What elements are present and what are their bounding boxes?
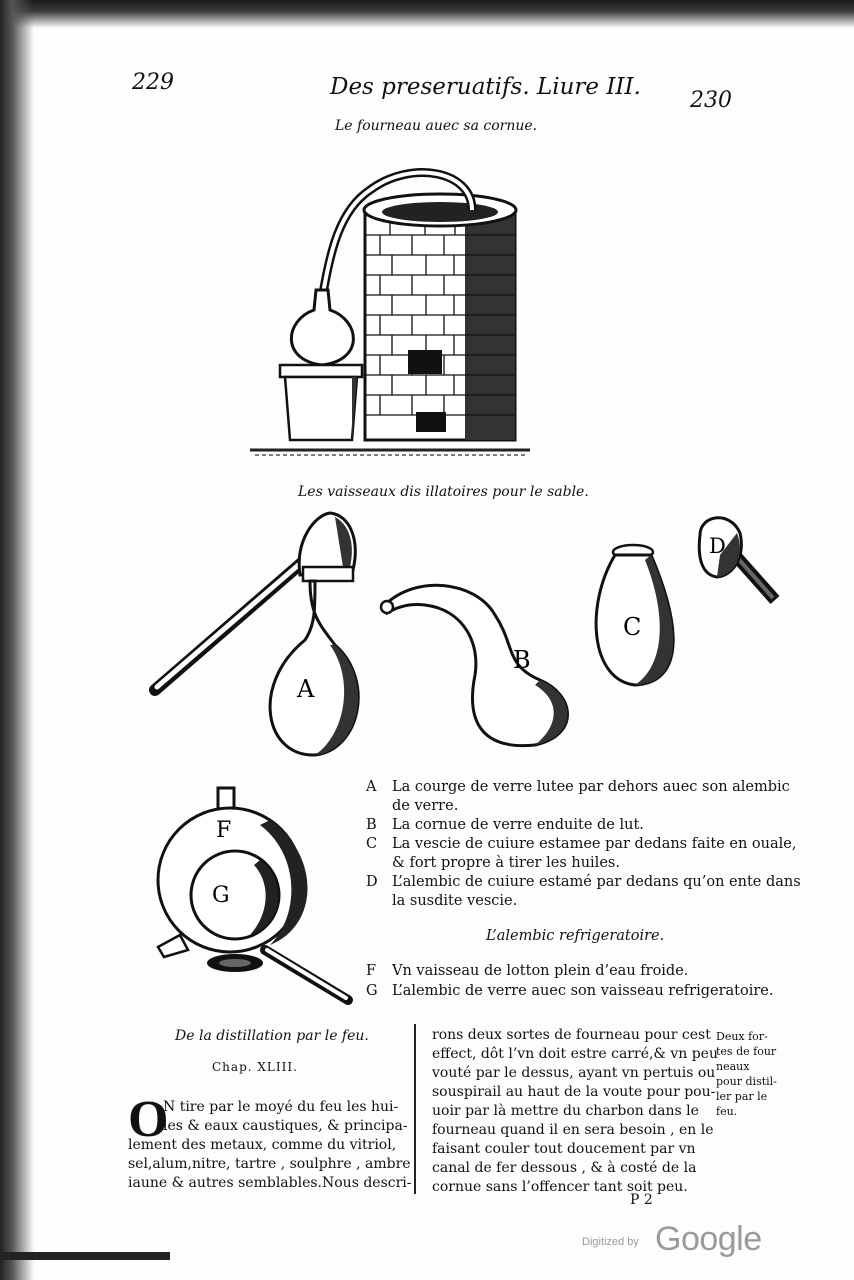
distillation-vessels-illustration: A B C D	[149, 511, 780, 757]
body-right-line: cornue sans l’offencer tant soit peu.	[432, 1179, 688, 1195]
body-left-line: lement des metaux, comme du vitriol,	[128, 1137, 397, 1153]
body-right-line: uoir par là mettre du charbon dans le	[432, 1103, 699, 1119]
google-logo: Google	[655, 1220, 762, 1258]
label-d: D	[709, 534, 726, 558]
scan-top-edge	[0, 0, 854, 28]
legend-key: D	[366, 874, 378, 890]
legend-text: L’alembic de verre auec son vaisseau ref…	[392, 983, 774, 999]
chapter-number: Chap. XLIII.	[212, 1060, 298, 1074]
legend-text: de verre.	[392, 798, 459, 814]
body-right-line: souspirail au haut de la voute pour pou-	[432, 1084, 716, 1100]
scan-left-edge	[0, 0, 34, 1280]
chapter-title: De la distillation par le feu.	[175, 1028, 369, 1044]
running-title: Des preseruatifs. Liure III.	[330, 74, 641, 100]
body-right-line: canal de fer dessous , & à costé de la	[432, 1160, 697, 1176]
body-left-line: N tire par le moyé du feu les hui-	[163, 1099, 399, 1115]
vessel-c: C	[594, 543, 675, 687]
margin-note-line: ler par le	[716, 1090, 768, 1103]
legend-key: B	[366, 817, 377, 833]
column-divider	[414, 1024, 416, 1194]
margin-note-line: tes de four	[716, 1045, 777, 1058]
label-a: A	[296, 675, 315, 703]
margin-note-line: pour distil-	[716, 1075, 777, 1088]
margin-note-line: Deux for-	[716, 1030, 768, 1043]
legend-key: C	[366, 836, 378, 852]
refrigeratory-alembic-illustration: F G	[156, 786, 353, 1005]
body-left-line: sel,alum,nitre, tartre , soulphre , ambr…	[128, 1156, 411, 1172]
legend-text: La cornue de verre enduite de lut.	[392, 817, 644, 833]
body-left-line: iaune & autres semblables.Nous descri-	[128, 1175, 412, 1191]
body-right-line: rons deux sortes de fourneau pour cest	[432, 1027, 711, 1043]
digitized-by-text: Digitized by	[582, 1236, 639, 1248]
vessel-b: B	[379, 583, 569, 748]
legend-text: la susdite vescie.	[392, 893, 518, 909]
figure1-caption: Le fourneau auec sa cornue.	[335, 118, 538, 134]
legend-text: La courge de verre lutee par dehors auec…	[392, 779, 790, 795]
legend-text: & fort propre à tirer les huiles.	[392, 855, 620, 871]
label-c: C	[623, 613, 641, 641]
label-b: B	[513, 646, 531, 674]
page-number-right: 230	[690, 88, 732, 113]
margin-note-line: neaux	[716, 1060, 750, 1073]
legend-key: F	[366, 963, 377, 979]
margin-note-line: feu.	[716, 1105, 738, 1118]
legend-text: L’alembic de cuiure estamé par dedans qu…	[392, 874, 801, 890]
refrig-title: L’alembic refrigeratoire.	[486, 928, 665, 944]
figure2-caption: Les vaisseaux dis illatoires pour le sab…	[298, 484, 589, 500]
furnace-with-retort-illustration	[250, 168, 530, 456]
signature-mark: P 2	[630, 1192, 653, 1208]
vessel-d: D	[697, 516, 780, 604]
scan-bottom-mark	[0, 1252, 170, 1260]
drop-cap: O	[128, 1091, 169, 1148]
body-left-line: les & eaux caustiques, & principa-	[163, 1118, 408, 1134]
legend-key: G	[366, 983, 378, 999]
page-number-left: 229	[132, 70, 174, 95]
body-right-line: effect, dôt l’vn doit estre carré,& vn p…	[432, 1046, 718, 1062]
body-right-line: faisant couler tout doucement par vn	[432, 1141, 696, 1157]
legend-text: Vn vaisseau de lotton plein d’eau froide…	[392, 963, 689, 979]
vessel-a: A	[149, 511, 360, 757]
body-right-line: fourneau quand il en sera besoin , en le	[432, 1122, 714, 1138]
legend-text: La vescie de cuiure estamee par dedans f…	[392, 836, 797, 852]
label-f: F	[216, 818, 231, 843]
label-g: G	[212, 883, 230, 908]
legend-key: A	[366, 779, 377, 795]
body-right-line: vouté par le dessus, ayant vn pertuis ou	[432, 1065, 716, 1081]
